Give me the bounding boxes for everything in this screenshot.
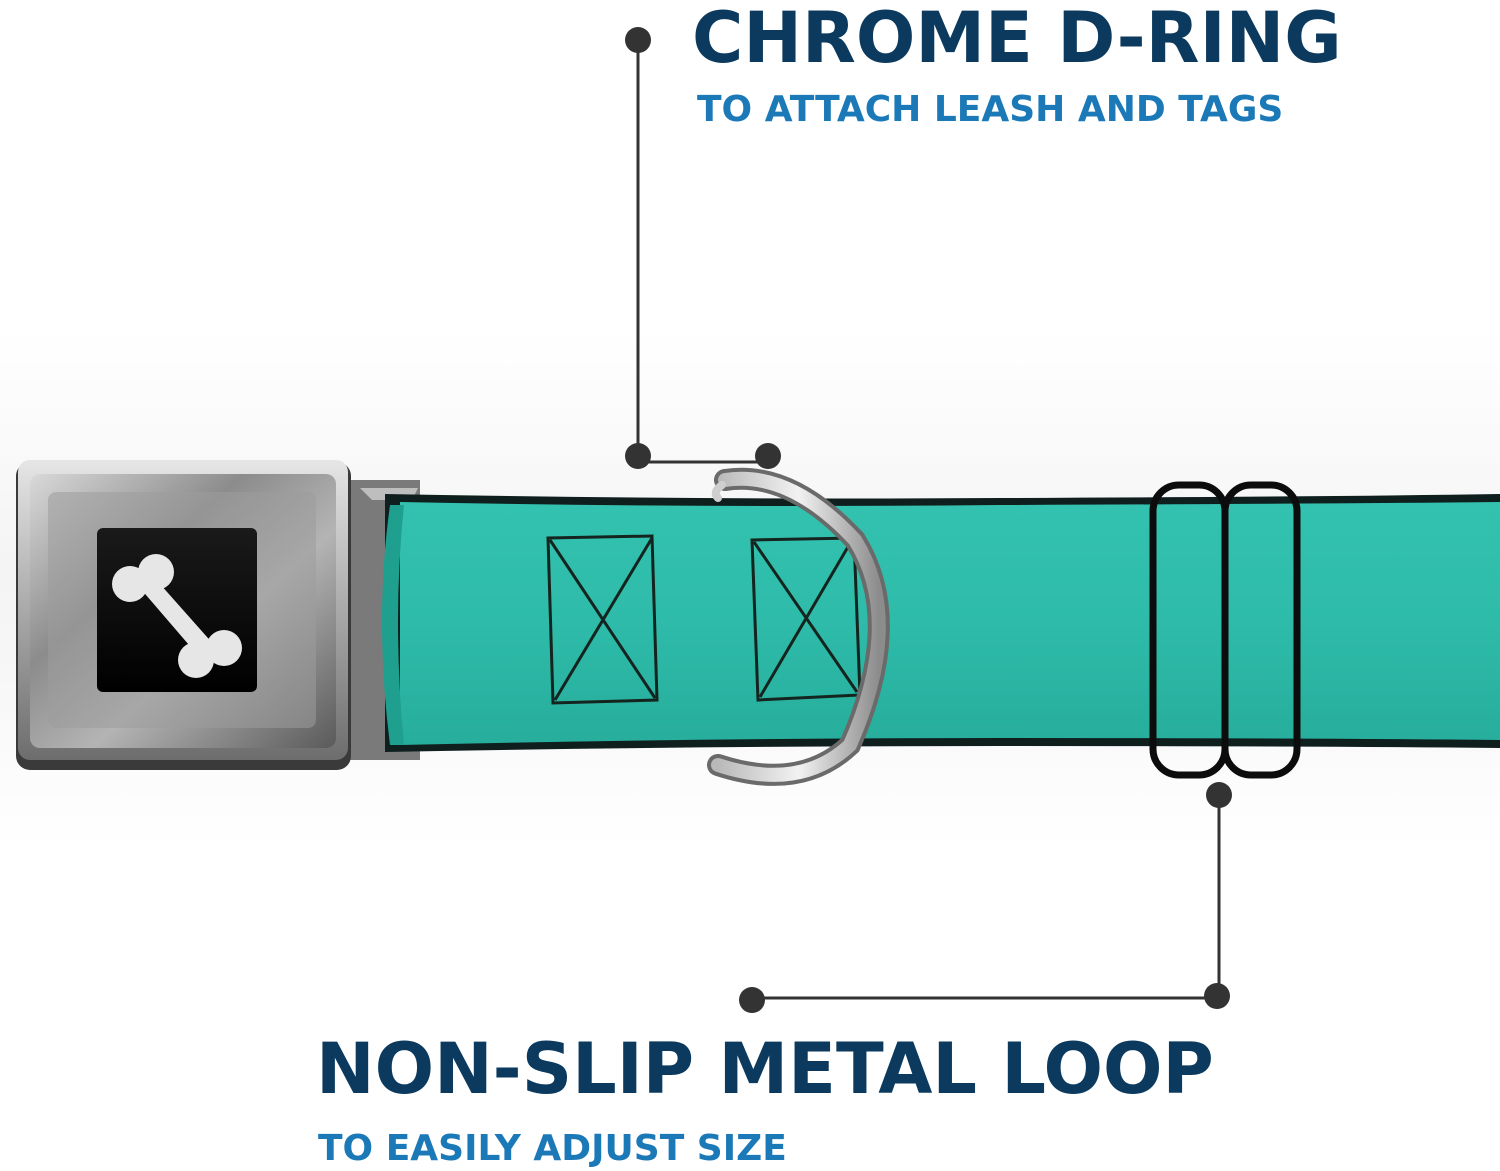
d-ring-icon [707,467,890,786]
d-ring-title: CHROME D-RING [692,0,1342,79]
slide-loop-icon [1149,481,1301,779]
d-ring-subtitle: TO ATTACH LEASH AND TAGS [697,89,1284,130]
bone-icon [112,554,242,678]
callout-line-metal-loop [739,782,1232,1013]
seatbelt-buckle [16,460,351,770]
callout-line-d-ring [625,27,781,469]
stitch-box-left [546,534,659,705]
metal-loop-title: NON-SLIP METAL LOOP [316,1028,1214,1110]
metal-loop-subtitle: TO EASILY ADJUST SIZE [318,1128,787,1169]
